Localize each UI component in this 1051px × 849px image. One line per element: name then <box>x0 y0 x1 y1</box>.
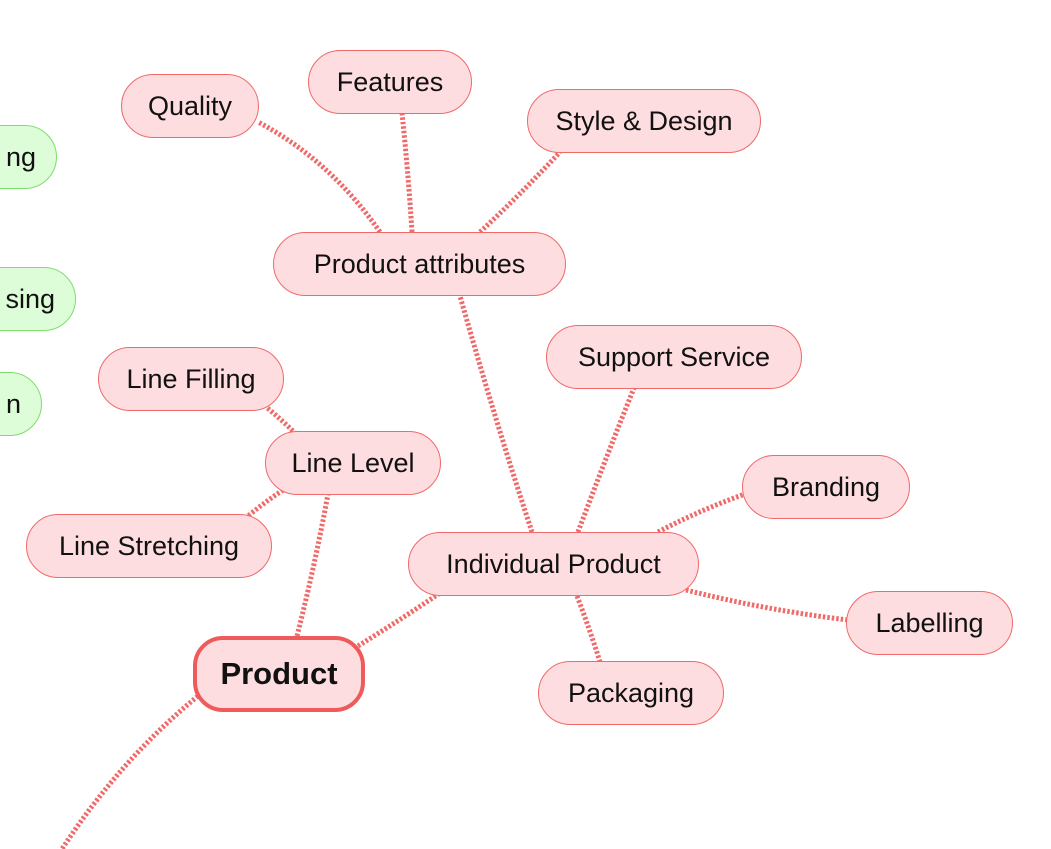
edge-product-attributes-style <box>478 150 562 234</box>
node-quality[interactable]: Quality <box>121 74 259 138</box>
node-branding[interactable]: Branding <box>742 455 910 519</box>
node-labelling[interactable]: Labelling <box>846 591 1013 655</box>
node-support-service[interactable]: Support Service <box>546 325 802 389</box>
edge-individual-product-branding <box>656 491 746 535</box>
node-line-level[interactable]: Line Level <box>265 431 441 495</box>
node-packaging[interactable]: Packaging <box>538 661 724 725</box>
edge-individual-product-packaging <box>574 595 603 663</box>
edge-line-level-line-filling <box>263 404 298 436</box>
node-individual-product[interactable]: Individual Product <box>408 532 699 596</box>
edge-product-attributes-features <box>399 112 415 233</box>
edge-individual-product-attributes <box>457 295 535 533</box>
side-node-top[interactable]: ng <box>0 125 57 189</box>
edge-product-attributes-quality <box>256 119 383 234</box>
edge-root-line-level <box>294 493 331 637</box>
node-features[interactable]: Features <box>308 50 472 114</box>
node-root-product[interactable]: Product <box>193 636 365 712</box>
node-style-design[interactable]: Style & Design <box>527 89 761 153</box>
edge-individual-product-support <box>575 387 637 533</box>
node-product-attributes[interactable]: Product attributes <box>273 232 566 296</box>
edge-individual-product-labelling <box>685 587 849 623</box>
edge-root-parent <box>59 694 200 849</box>
edge-root-individual-product <box>356 590 442 649</box>
node-line-stretching[interactable]: Line Stretching <box>26 514 272 578</box>
node-line-filling[interactable]: Line Filling <box>98 347 284 411</box>
edge-line-level-line-stretching <box>246 487 285 518</box>
side-node-middle[interactable]: sing <box>0 267 76 331</box>
